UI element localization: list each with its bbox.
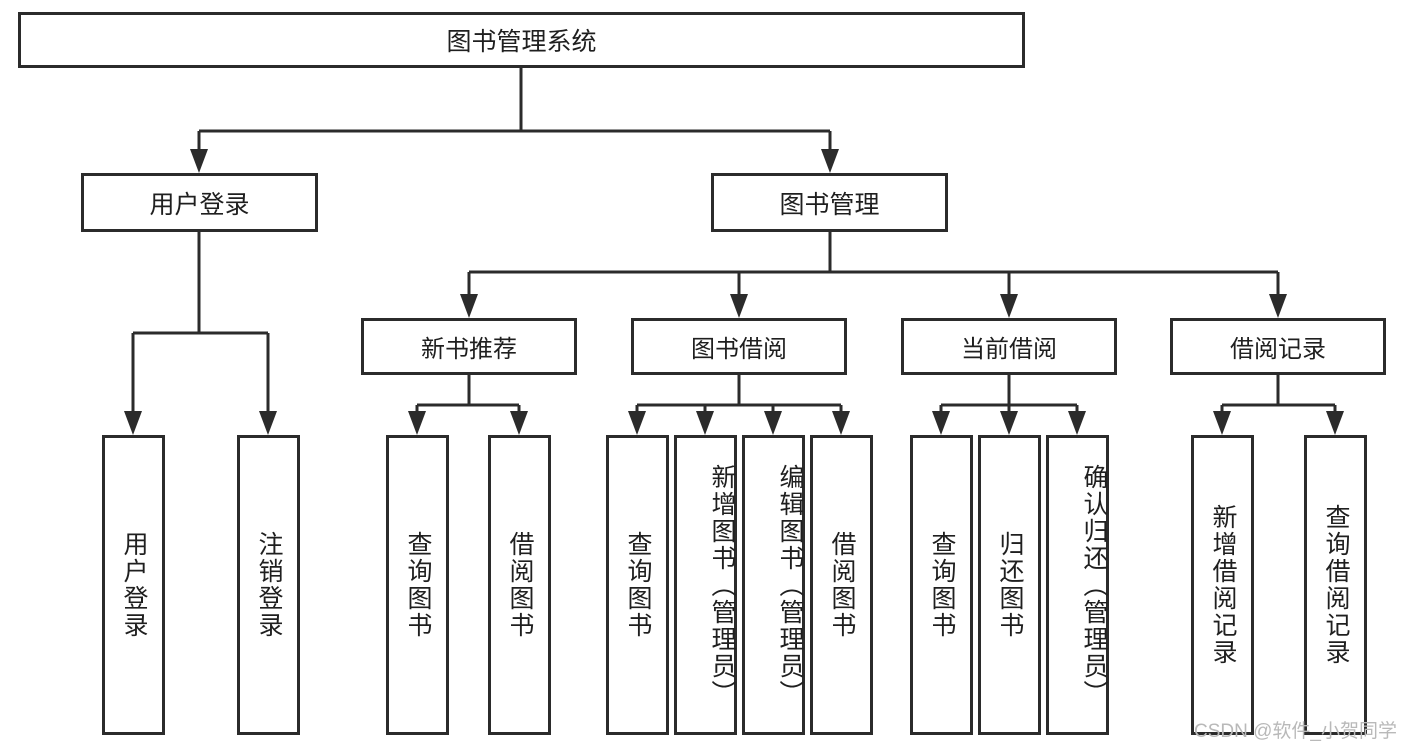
arrowhead-leaf-book-borrow-1	[696, 411, 714, 435]
node-label: 当前借阅	[961, 336, 1057, 363]
node-new-book-recommend[interactable]: 新书推荐	[361, 318, 577, 375]
node-label: 图书管理	[779, 190, 880, 219]
leaf-borrow-record-add-record[interactable]: 新增借阅记录	[1191, 435, 1254, 735]
node-label: 注销登录	[255, 531, 283, 639]
node-book-management[interactable]: 图书管理	[711, 173, 948, 232]
leaf-current-borrow-confirm-return-admin[interactable]: 确认归还（管理员）	[1046, 435, 1109, 735]
node-label: 查询图书	[404, 531, 432, 639]
leaf-book-borrow-add-book-admin[interactable]: 新增图书（管理员）	[674, 435, 737, 735]
leaf-current-borrow-query-book[interactable]: 查询图书	[910, 435, 973, 735]
arrowhead-leaf-user-login-1	[259, 411, 277, 435]
leaf-book-borrow-query-book[interactable]: 查询图书	[606, 435, 669, 735]
node-label: 确认归还（管理员）	[1080, 463, 1108, 707]
leaf-borrow-record-query-record[interactable]: 查询借阅记录	[1304, 435, 1367, 735]
arrowhead-lvl2-3	[1269, 294, 1287, 318]
leaf-current-borrow-return-book[interactable]: 归还图书	[978, 435, 1041, 735]
node-label: 新书推荐	[421, 336, 517, 363]
node-user-login[interactable]: 用户登录	[81, 173, 318, 232]
arrowhead-leaf-book-borrow-3	[832, 411, 850, 435]
leaf-user-login-login[interactable]: 用户登录	[102, 435, 165, 735]
arrowhead-lvl2-0	[460, 294, 478, 318]
node-label: 借阅图书	[506, 531, 534, 639]
node-label: 用户登录	[120, 531, 148, 639]
leaf-book-borrow-edit-book-admin[interactable]: 编辑图书（管理员）	[742, 435, 805, 735]
arrowhead-lvl2-1	[730, 294, 748, 318]
node-label: 用户登录	[149, 190, 250, 219]
arrowhead-leaf-borrow-record-1	[1326, 411, 1344, 435]
node-borrow-record[interactable]: 借阅记录	[1170, 318, 1386, 375]
node-label: 查询借阅记录	[1322, 504, 1350, 666]
arrowhead-leaf-current-borrow-1	[1000, 411, 1018, 435]
node-label: 借阅记录	[1230, 336, 1326, 363]
leaf-book-borrow-borrow-book[interactable]: 借阅图书	[810, 435, 873, 735]
arrowhead-leaf-new-book-0	[408, 411, 426, 435]
leaf-new-book-borrow-book[interactable]: 借阅图书	[488, 435, 551, 735]
node-label: 图书借阅	[691, 336, 787, 363]
arrowhead-leaf-book-borrow-0	[628, 411, 646, 435]
node-label: 归还图书	[996, 531, 1024, 639]
arrowhead-leaf-user-login-0	[124, 411, 142, 435]
arrowhead-leaf-book-borrow-2	[764, 411, 782, 435]
arrowhead-leaf-borrow-record-0	[1213, 411, 1231, 435]
node-book-borrow[interactable]: 图书借阅	[631, 318, 847, 375]
node-label: 新增图书（管理员）	[708, 463, 736, 707]
node-current-borrow[interactable]: 当前借阅	[901, 318, 1117, 375]
leaf-user-login-logout[interactable]: 注销登录	[237, 435, 300, 735]
node-label: 新增借阅记录	[1209, 504, 1237, 666]
node-label: 编辑图书（管理员）	[776, 463, 804, 707]
node-label: 查询图书	[928, 531, 956, 639]
arrowhead-leaf-current-borrow-0	[932, 411, 950, 435]
leaf-new-book-query-book[interactable]: 查询图书	[386, 435, 449, 735]
node-root-book-management-system[interactable]: 图书管理系统	[18, 12, 1025, 68]
arrowhead-lvl2-2	[1000, 294, 1018, 318]
node-label: 借阅图书	[828, 531, 856, 639]
node-label: 查询图书	[624, 531, 652, 639]
arrowhead-user-login	[190, 149, 208, 173]
arrowhead-leaf-new-book-1	[510, 411, 528, 435]
node-label: 图书管理系统	[446, 28, 597, 56]
arrowhead-book-mgmt	[821, 149, 839, 173]
arrowhead-leaf-current-borrow-2	[1068, 411, 1086, 435]
